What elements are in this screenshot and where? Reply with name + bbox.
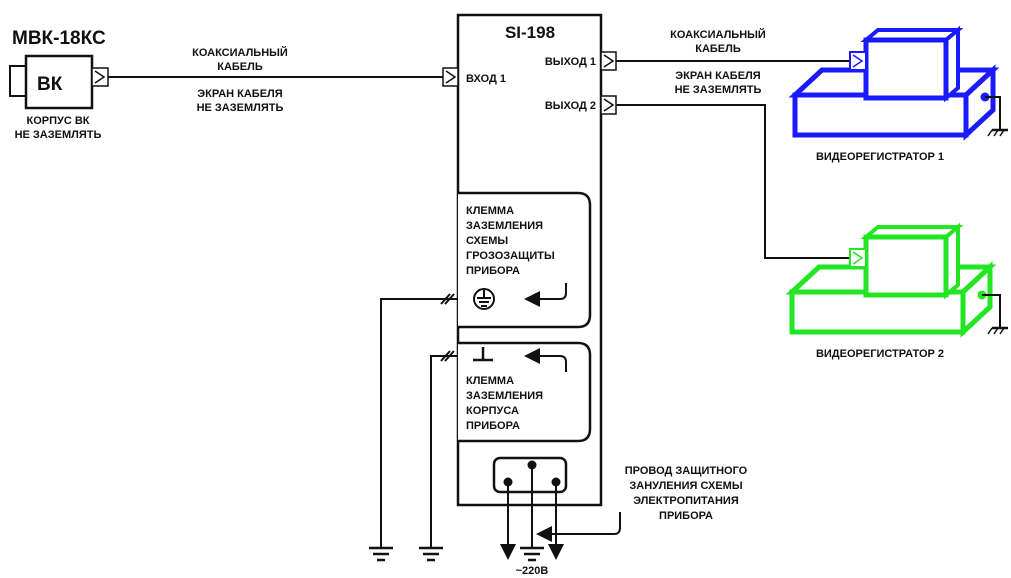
connector-chevron-icon xyxy=(94,70,106,84)
camera-note-line2: НЕ ЗАЗЕМЛЯТЬ xyxy=(15,129,102,141)
case-ground-line2: ЗАЗЕМЛЕНИЯ xyxy=(466,390,543,402)
case-ground-line1: КЛЕММА xyxy=(466,375,514,387)
connector-chevron-icon xyxy=(852,251,864,265)
cable-camera-to-device: КОАКСИАЛЬНЫЙ КАБЕЛЬ ЭКРАН КАБЕЛЯ НЕ ЗАЗЕ… xyxy=(108,46,443,114)
cable-right-line3: ЭКРАН КАБЕЛЯ xyxy=(675,70,760,82)
camera-box-label: ВК xyxy=(37,74,63,95)
lightning-ground-line1: КЛЕММА xyxy=(466,205,514,217)
connector-chevron-icon xyxy=(445,70,457,84)
camera-output-connector xyxy=(91,67,109,87)
output2-label: ВЫХОД 2 xyxy=(545,100,596,112)
monitor2-screen xyxy=(863,234,949,298)
recorder2-front xyxy=(789,289,966,335)
cables-device-to-recorders: КОАКСИАЛЬНЫЙ КАБЕЛЬ ЭКРАН КАБЕЛЯ НЕ ЗАЗЕ… xyxy=(616,28,850,259)
power-note-line1: ПРОВОД ЗАЩИТНОГО xyxy=(625,465,748,477)
output1-label: ВЫХОД 1 xyxy=(545,56,596,68)
monitor1-screen xyxy=(863,37,949,101)
device-title: SI-198 xyxy=(505,23,555,42)
input1-label: ВХОД 1 xyxy=(466,73,506,85)
lightning-ground-line4: ГРОЗОЗАЩИТЫ xyxy=(466,250,555,262)
input1-connector xyxy=(442,67,459,87)
recorder-2: ВИДЕОРЕГИСТРАТОР 2 xyxy=(785,222,1008,360)
recorder1-front xyxy=(792,92,969,138)
earth-ground-icon xyxy=(520,546,544,562)
ground-wires xyxy=(369,293,458,562)
protective-earth-icon xyxy=(473,288,495,310)
cable-left-line2: КАБЕЛЬ xyxy=(217,61,263,73)
camera-note-line1: КОРПУС ВК xyxy=(26,115,89,127)
device-si198: SI-198 ВХОД 1 ВЫХОД 1 ВЫХОД 2 КЛЕММА ЗАЗ… xyxy=(442,13,617,507)
recorder2-side xyxy=(960,261,993,338)
case-ground-line3: КОРПУСА xyxy=(466,405,519,417)
coax-cable-output2 xyxy=(616,104,850,259)
recorder2-input-connector xyxy=(849,248,867,268)
case-ground-line4: ПРИБОРА xyxy=(466,420,520,432)
cable-right-line4: НЕ ЗАЗЕМЛЯТЬ xyxy=(675,84,762,96)
connector-chevron-icon xyxy=(603,98,615,112)
power-note-line2: ЗАНУЛЕНИЯ СХЕМЫ xyxy=(629,480,742,492)
pointer-arrow-icon xyxy=(524,283,567,307)
earth-ground-icon xyxy=(369,546,393,562)
lightning-ground-line5: ПРИБОРА xyxy=(466,265,520,277)
case-ground-wire xyxy=(430,355,458,548)
connector-chevron-icon xyxy=(603,54,615,68)
voltage-label: ~220В xyxy=(516,565,549,577)
recorder-1: ВИДЕОРЕГИСТРАТОР 1 xyxy=(788,25,1008,163)
lightning-ground-line2: ЗАЗЕМЛЕНИЯ xyxy=(466,220,543,232)
camera-body xyxy=(24,54,94,110)
recorder2-label: ВИДЕОРЕГИСТРАТОР 2 xyxy=(816,348,944,360)
lightning-ground-wire xyxy=(380,298,458,548)
camera: МВК-18КС ВК КОРПУС ВК НЕ ЗАЗЕМЛЯТЬ xyxy=(9,28,109,141)
power-wires: ~220В ПРОВОД ЗАЩИТНОГО ЗАНУЛЕНИЯ СХЕМЫ Э… xyxy=(500,465,748,577)
cable-right-line1: КОАКСИАЛЬНЫЙ xyxy=(670,28,766,41)
chassis-ground-icon xyxy=(473,347,493,362)
power-note-line4: ПРИБОРА xyxy=(659,510,713,522)
earth-ground-icon xyxy=(419,546,443,562)
connector-chevron-icon xyxy=(852,54,864,68)
lightning-ground-line3: СХЕМЫ xyxy=(466,235,508,247)
recorder1-label: ВИДЕОРЕГИСТРАТОР 1 xyxy=(816,151,944,163)
cable-left-line1: КОАКСИАЛЬНЫЙ xyxy=(192,46,288,59)
pointer-arrow-icon xyxy=(536,512,621,542)
cable-left-line4: НЕ ЗАЗЕМЛЯТЬ xyxy=(197,102,284,114)
pointer-arrow-icon xyxy=(524,348,567,372)
cable-right-line2: КАБЕЛЬ xyxy=(695,43,741,55)
recorder1-input-connector xyxy=(849,51,867,71)
case-ground-panel xyxy=(458,341,592,443)
camera-model: МВК-18КС xyxy=(12,28,106,49)
camera-mount xyxy=(9,65,27,97)
recorder1-side xyxy=(963,64,996,141)
cable-left-line3: ЭКРАН КАБЕЛЯ xyxy=(197,88,282,100)
power-note-line3: ЭЛЕКТРОПИТАНИЯ xyxy=(633,495,739,507)
